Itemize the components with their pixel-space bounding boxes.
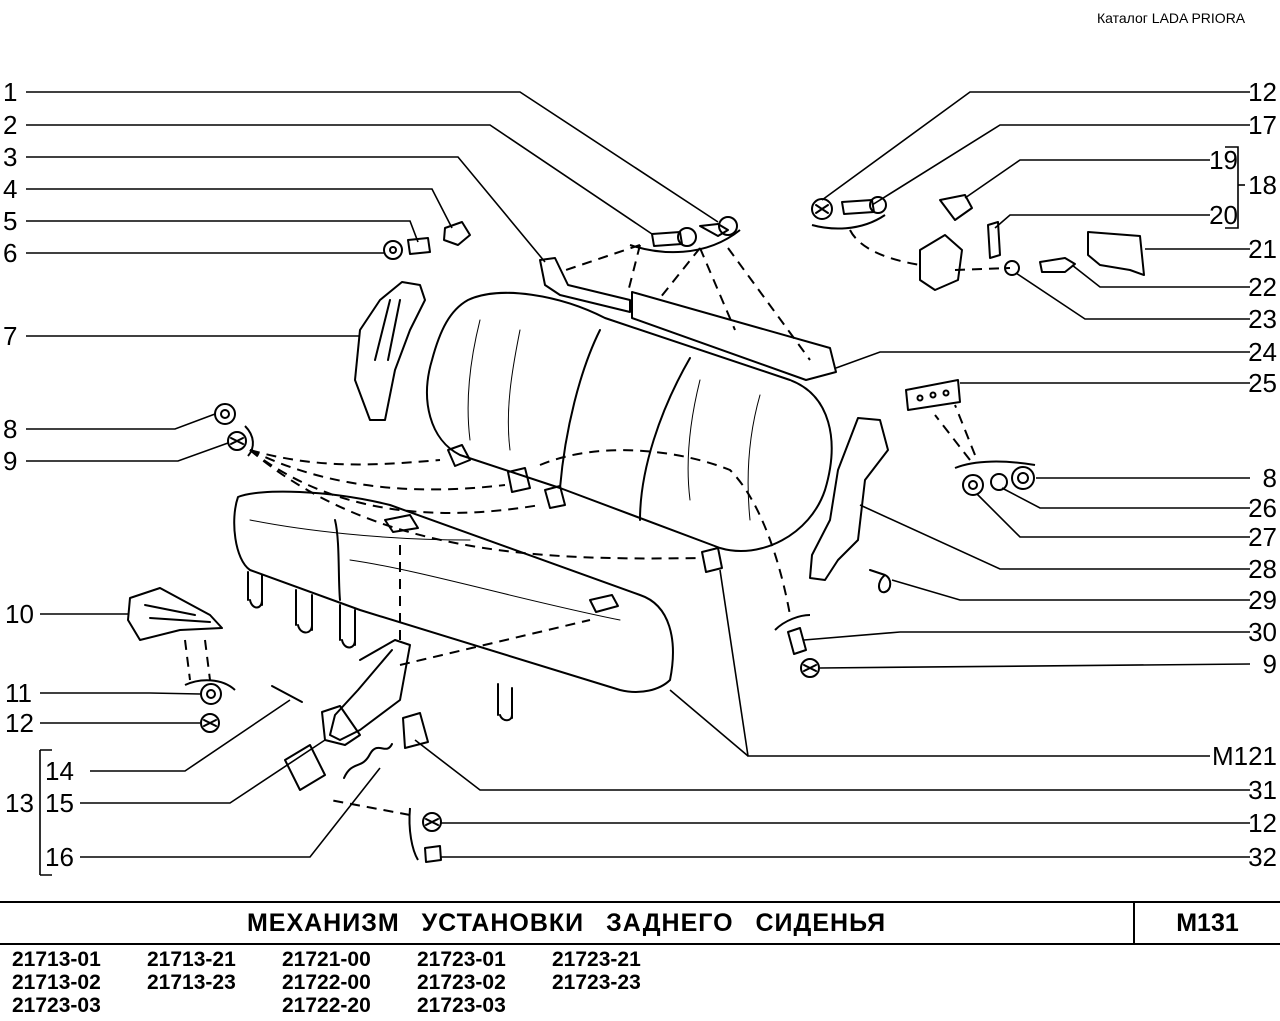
callout-13: 13 <box>5 788 34 818</box>
model-code: 21723-03 <box>12 994 101 1017</box>
seat-bottom-cushion <box>233 490 674 693</box>
model-code: 21713-02 <box>12 971 101 994</box>
callout-14: 14 <box>45 756 74 786</box>
left-fasteners <box>383 221 471 260</box>
seat-hinges <box>247 571 513 722</box>
page-code: M131 <box>1176 909 1239 937</box>
callout-12-left: 12 <box>5 708 34 738</box>
seat-back-cushion <box>426 291 833 552</box>
callout-16: 16 <box>45 842 74 872</box>
callout-m121: M121 <box>1212 741 1277 771</box>
page-title: МЕХАНИЗМ УСТАНОВКИ ЗАДНЕГО СИДЕНЬЯ <box>0 903 1135 943</box>
model-list: 21713-01 21713-21 21721-00 21723-01 2172… <box>12 948 687 1017</box>
model-code: 21723-02 <box>417 971 506 994</box>
callout-9-right: 9 <box>1263 649 1277 679</box>
model-code: 21723-01 <box>417 948 506 971</box>
callout-23: 23 <box>1248 304 1277 334</box>
pin <box>271 685 303 703</box>
assembly-paths <box>184 229 1011 816</box>
model-code: 21713-01 <box>12 948 101 971</box>
callout-10: 10 <box>5 599 34 629</box>
callout-11: 11 <box>5 678 32 708</box>
callout-20: 20 <box>1209 200 1238 230</box>
callout-29: 29 <box>1248 585 1277 615</box>
callout-12-top: 12 <box>1248 77 1277 107</box>
left-callouts: 1 2 3 4 5 6 7 8 9 10 11 12 14 13 15 16 <box>3 77 74 872</box>
callout-4: 4 <box>3 174 17 204</box>
left-nut-washer <box>214 403 247 451</box>
model-code <box>552 994 687 1017</box>
model-code: 21722-00 <box>282 971 371 994</box>
callout-25: 25 <box>1248 368 1277 398</box>
callout-24: 24 <box>1248 337 1277 367</box>
release-mechanism <box>284 639 429 791</box>
model-code: 21713-23 <box>147 971 236 994</box>
model-code: 21721-00 <box>282 948 371 971</box>
callout-8-right: 8 <box>1263 463 1277 493</box>
callout-27: 27 <box>1248 522 1277 552</box>
callout-1: 1 <box>3 77 17 107</box>
backrest-lower-brackets <box>447 444 723 573</box>
top-screws <box>651 216 738 247</box>
callout-17: 17 <box>1248 110 1277 140</box>
left-side-bracket <box>354 281 426 421</box>
model-code: 21722-20 <box>282 994 371 1017</box>
model-code <box>147 994 282 1017</box>
callout-5: 5 <box>3 206 17 236</box>
lock-assembly <box>811 194 1145 291</box>
model-code: 21723-23 <box>552 971 641 994</box>
callout-12-bottom: 12 <box>1248 808 1277 838</box>
fastener-group-arcs <box>184 214 1036 861</box>
callout-18: 18 <box>1248 170 1277 200</box>
callout-28: 28 <box>1248 554 1277 584</box>
right-callouts: 12 17 19 18 20 21 22 23 24 25 8 26 27 28… <box>1209 77 1277 872</box>
model-code: 21723-03 <box>417 994 506 1017</box>
callout-9-left: 9 <box>3 446 17 476</box>
callout-7: 7 <box>3 321 17 351</box>
hinge-bracket <box>127 587 223 641</box>
callout-2: 2 <box>3 110 17 140</box>
callout-32: 32 <box>1248 842 1277 872</box>
model-code: 21723-21 <box>552 948 641 971</box>
callout-22: 22 <box>1248 272 1277 302</box>
title-bar: МЕХАНИЗМ УСТАНОВКИ ЗАДНЕГО СИДЕНЬЯ M131 <box>0 901 1280 945</box>
catalog-header: Каталог LADA PRIORA <box>1097 10 1246 26</box>
lower-nut-washer <box>200 683 222 733</box>
callout-3: 3 <box>3 142 17 172</box>
model-code: 21713-21 <box>147 948 236 971</box>
bottom-fasteners <box>422 812 442 863</box>
callout-21: 21 <box>1248 234 1277 264</box>
callout-26: 26 <box>1248 493 1277 523</box>
callout-8-left: 8 <box>3 414 17 444</box>
callout-31: 31 <box>1248 775 1277 805</box>
cross-member <box>539 257 837 381</box>
seat-mechanism-diagram: 1 2 3 4 5 6 7 8 9 10 11 12 14 13 15 16 1… <box>3 77 1277 876</box>
callout-30: 30 <box>1248 617 1277 647</box>
leader-lines <box>26 91 1251 876</box>
right-side-bracket <box>787 379 1035 678</box>
callout-15: 15 <box>45 788 74 818</box>
callout-6: 6 <box>3 238 17 268</box>
callout-19: 19 <box>1209 145 1238 175</box>
